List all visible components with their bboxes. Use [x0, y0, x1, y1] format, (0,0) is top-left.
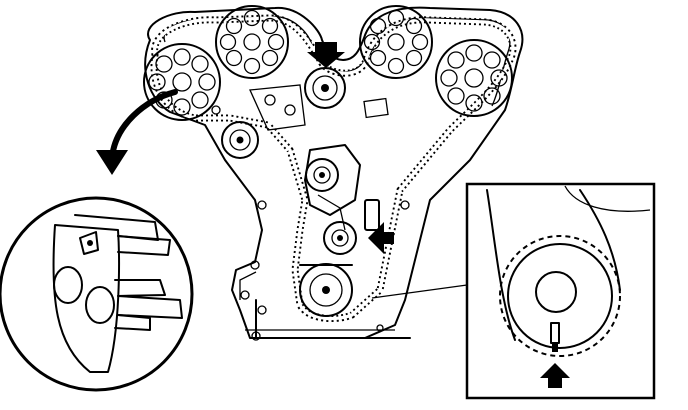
crank-sprocket-timing-mark-detail [465, 182, 656, 400]
timing-belt [150, 14, 517, 323]
camshaft-sprocket-right-inner [359, 5, 433, 79]
camshaft-sprocket-left-inner [215, 5, 289, 79]
arrow-left-icon [368, 222, 394, 254]
crankshaft-sprocket [299, 263, 353, 317]
arrow-up-icon [540, 363, 570, 388]
crank-timing-pointer-rod [251, 299, 411, 341]
tensioner-bracket [304, 144, 380, 231]
curved-arrow-icon [96, 89, 178, 175]
camshaft-sprocket-left-outer [143, 43, 221, 121]
cover-bolts [211, 105, 410, 332]
upper-idler-pulley [304, 67, 346, 109]
camshaft-sprocket-right-outer [435, 39, 513, 117]
callout-leader-line [371, 284, 468, 299]
left-idler-pulley [221, 121, 259, 159]
tensioner-pulley [323, 221, 357, 255]
center-bracket [249, 84, 389, 131]
arrow-down-icon [307, 42, 345, 68]
water-pump-pulley [305, 158, 339, 192]
cam-sprocket-timing-mark-detail [0, 196, 194, 392]
